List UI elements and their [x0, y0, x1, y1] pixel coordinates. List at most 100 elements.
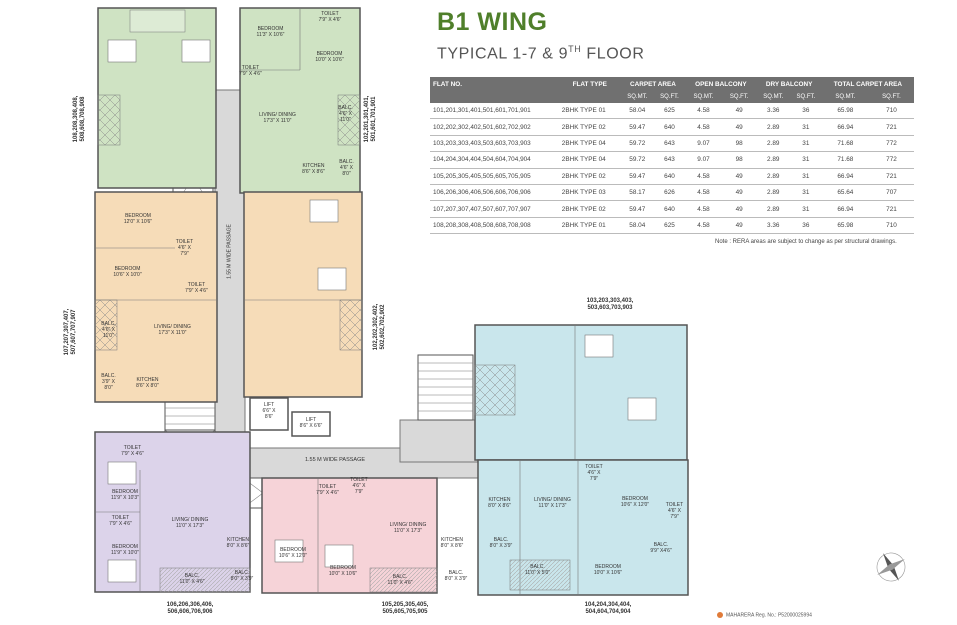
unit-label: SQ.MT. [756, 91, 790, 103]
table-cell: 2BHK TYPE 04 [558, 151, 621, 169]
table-cell: 4.58 [685, 200, 722, 218]
room-label: TOILET 4'6" X 7'9" [665, 502, 684, 520]
room-label: BEDROOM 11'9" X 10'0" [111, 544, 139, 556]
col-dry-balcony: DRY BALCONY [756, 77, 822, 91]
room-label: BEDROOM 11'3" X 10'6" [256, 26, 285, 38]
room-label: TOILET 7'9" X 4'6" [109, 515, 132, 527]
table-cell: 31 [789, 118, 822, 136]
table-cell: 59.72 [620, 151, 654, 169]
table-cell: 65.98 [821, 103, 870, 120]
table-cell: 9.07 [685, 135, 722, 153]
table-cell: 772 [869, 151, 914, 169]
horizontal-passage-label: 1.55 M WIDE PASSAGE [304, 457, 366, 463]
table-cell: 58.17 [620, 184, 654, 202]
room-label: BEDROOM 10'6" X 12'0" [620, 496, 650, 508]
table-cell: 2BHK TYPE 03 [558, 184, 621, 202]
table-cell: 106,206,306,406,506,606,706,906 [430, 184, 559, 202]
room-label: BEDROOM 10'0" X 10'6" [328, 565, 358, 577]
table-cell: 58.04 [620, 103, 654, 120]
table-cell: 65.64 [821, 184, 870, 202]
table-cell: 4.58 [685, 217, 722, 235]
room-label: TOILET 7'9" X 4'6" [316, 484, 339, 496]
flat-label-107: 107,207,307,407, 507,607,707,907 [64, 308, 77, 356]
room-label: TOILET 4'6" X 7'9" [350, 477, 368, 495]
table-cell: 102,202,302,402,501,602,702,902 [430, 118, 559, 136]
unit-label: SQ.FT. [869, 91, 914, 103]
room-label: KITCHEN 8'6" X 8'6" [302, 163, 325, 175]
table-cell: 59.47 [620, 200, 654, 218]
table-cell: 625 [653, 217, 686, 235]
room-label: BALC. 8'0" X 3'9" [444, 570, 468, 582]
table-cell: 65.98 [821, 217, 870, 235]
table-cell: 2.89 [756, 135, 790, 153]
room-label: BALC. 4'6" X 11'0" [101, 321, 116, 339]
flat-label-103: 103,203,303,403, 503,603,703,903 [586, 298, 634, 311]
lift-a [249, 397, 289, 431]
table-cell: 49 [721, 168, 757, 185]
rera-logo-icon [717, 612, 723, 618]
table-cell: 4.58 [685, 118, 722, 136]
page-subtitle: TYPICAL 1-7 & 9TH FLOOR [437, 44, 645, 63]
table-cell: 49 [721, 103, 757, 120]
flat-108 [94, 191, 218, 403]
table-cell: 710 [869, 103, 914, 120]
table-cell: 2BHK TYPE 01 [558, 103, 621, 120]
room-label: BALC. 4'6" X 8'0" [339, 159, 354, 177]
flat-label-101: 102,201,301,401, 501,601,701,901 [364, 95, 377, 143]
unit-label: SQ.MT. [620, 91, 654, 103]
col-total-carpet: TOTAL CARPET AREA [821, 77, 914, 91]
room-label: BALC. 11'0" X 4'6" [387, 574, 413, 586]
table-cell: 66.94 [821, 168, 870, 185]
room-label: LIVING/ DINING 17'3" X 11'0" [259, 112, 296, 124]
room-label: BEDROOM 11'9" X 10'3" [111, 489, 139, 501]
room-label: LIFT 8'6" X 6'6" [299, 417, 323, 429]
flat-label-108: 108,208,308,408, 508,608,708,908 [73, 95, 86, 143]
footer-reg: MAHARERA Reg. No.: P52000025994 [717, 612, 812, 618]
staircase-right [417, 354, 474, 421]
room-label: BALC. 11'0" X 5'0" [524, 564, 551, 576]
table-cell: 36 [789, 217, 822, 235]
room-label: BALC. 8'0" X 3'9" [489, 537, 513, 549]
table-cell: 71.68 [821, 135, 870, 153]
room-label: BALC. 11'0" X 4'6" [179, 573, 205, 585]
table-cell: 31 [789, 135, 822, 153]
table-cell: 721 [869, 168, 914, 185]
table-cell: 59.47 [620, 118, 654, 136]
table-cell: 31 [789, 184, 822, 202]
room-label: BALC. 3'9" X 8'0" [101, 373, 116, 391]
table-cell: 2BHK TYPE 02 [558, 118, 621, 136]
table-cell: 3.36 [756, 103, 790, 120]
table-cell: 2BHK TYPE 02 [558, 200, 621, 218]
table-cell: 640 [653, 168, 686, 185]
table-cell: 66.94 [821, 200, 870, 218]
col-open-balcony: OPEN BALCONY [685, 77, 757, 91]
table-cell: 49 [721, 200, 757, 218]
table-cell: 707 [869, 184, 914, 202]
room-label: TOILET 7'9" X 4'6" [239, 65, 262, 77]
table-cell: 4.58 [685, 168, 722, 185]
room-label: LIFT 6'6" X 8'6" [262, 402, 276, 420]
table-cell: 59.47 [620, 168, 654, 185]
table-cell: 2.89 [756, 168, 790, 185]
table-cell: 107,207,307,407,507,607,707,907 [430, 200, 559, 218]
table-cell: 643 [653, 151, 686, 169]
room-label: BEDROOM 10'0" X 10'6" [593, 564, 623, 576]
room-label: KITCHEN 8'0" X 8'6" [488, 497, 511, 509]
room-label: LIVING/ DINING 11'0" X 17'3" [389, 522, 427, 534]
table-cell: 721 [869, 200, 914, 218]
table-cell: 31 [789, 168, 822, 185]
table-cell: 59.72 [620, 135, 654, 153]
room-label: BALC. 4'6" X 11'0" [338, 105, 353, 123]
table-cell: 66.94 [821, 118, 870, 136]
room-label: BEDROOM 10'6" X 12'0" [278, 547, 308, 559]
compass-rose [876, 552, 906, 582]
table-cell: 98 [721, 151, 757, 169]
room-label: BALC. 9'9" X4'6" [650, 542, 672, 554]
unit-label: SQ.MT. [685, 91, 722, 103]
room-label: TOILET 7'9" X 4'6" [318, 11, 342, 23]
rera-note: Note : RERA areas are subject to change … [715, 239, 897, 245]
